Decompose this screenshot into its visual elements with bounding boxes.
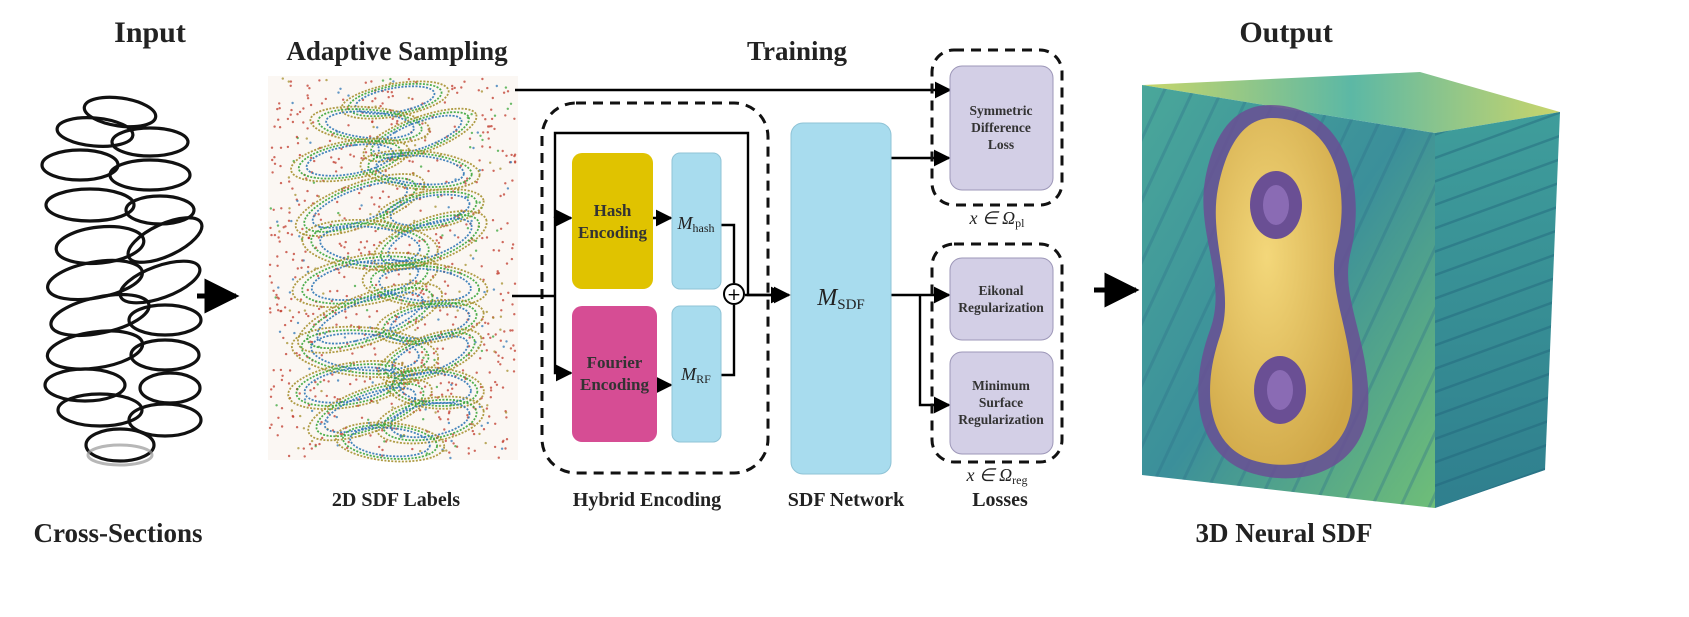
reg-loss-frame — [930, 242, 1064, 464]
output-title: Output — [1239, 16, 1332, 49]
omega-pl-label: x ∈ Ωpl — [968, 208, 1025, 230]
m-rf-label: MRF — [680, 364, 711, 386]
minimum-surface-line-3: Regularization — [958, 412, 1044, 427]
pl-loss-frame — [930, 48, 1064, 207]
minimum-surface-line-2: Surface — [979, 395, 1023, 410]
hybrid-encoding-frame — [540, 101, 770, 475]
minimum-surface-line-1: Minimum — [972, 378, 1031, 393]
fourier-encoding-box — [572, 306, 657, 442]
symmetric-loss-line-2: Difference — [971, 120, 1031, 135]
neural-sdf-caption: 3D Neural SDF — [1196, 518, 1373, 548]
m-sdf-label: MSDF — [816, 285, 865, 313]
hash-encoding-label-1: Hash — [594, 201, 632, 220]
eikonal-line-1: Eikonal — [978, 283, 1023, 298]
symmetric-difference-loss-box — [949, 65, 1054, 191]
symmetric-loss-line-3: Loss — [988, 137, 1014, 152]
hash-encoding-label-2: Encoding — [578, 223, 647, 242]
sum-node — [723, 283, 745, 305]
sdf-contours — [287, 80, 489, 463]
minimum-surface-regularization-box — [949, 351, 1054, 455]
hybrid-encoding-caption: Hybrid Encoding — [573, 489, 721, 511]
neural-sdf-cube — [1142, 72, 1560, 508]
cross-sections-caption: Cross-Sections — [33, 518, 202, 548]
losses-caption: Losses — [972, 489, 1028, 511]
eikonal-line-2: Regularization — [958, 300, 1044, 315]
input-title: Input — [114, 16, 186, 49]
adaptive-sampling-plot — [268, 76, 518, 463]
sdf-labels-caption: 2D SDF Labels — [332, 489, 460, 511]
cross-section-shadow — [86, 443, 154, 467]
m-rf-box — [671, 305, 722, 443]
fourier-encoding-label-2: Encoding — [580, 375, 649, 394]
sum-node-symbol: + — [727, 285, 741, 305]
m-hash-label: Mhash — [677, 213, 715, 235]
sdf-network-box — [790, 122, 892, 475]
hash-encoding-box — [572, 153, 653, 289]
adaptive-sampling-title: Adaptive Sampling — [286, 36, 508, 66]
m-hash-box — [671, 152, 722, 290]
eikonal-regularization-box — [949, 257, 1054, 341]
sdf-network-caption: SDF Network — [788, 489, 905, 511]
flow-lines — [512, 81, 952, 414]
training-title: Training — [747, 36, 848, 66]
fourier-encoding-label-1: Fourier — [587, 353, 643, 372]
omega-reg-label: x ∈ Ωreg — [965, 465, 1027, 487]
symmetric-loss-line-1: Symmetric — [970, 103, 1033, 118]
cross-section-ellipses — [40, 95, 204, 463]
